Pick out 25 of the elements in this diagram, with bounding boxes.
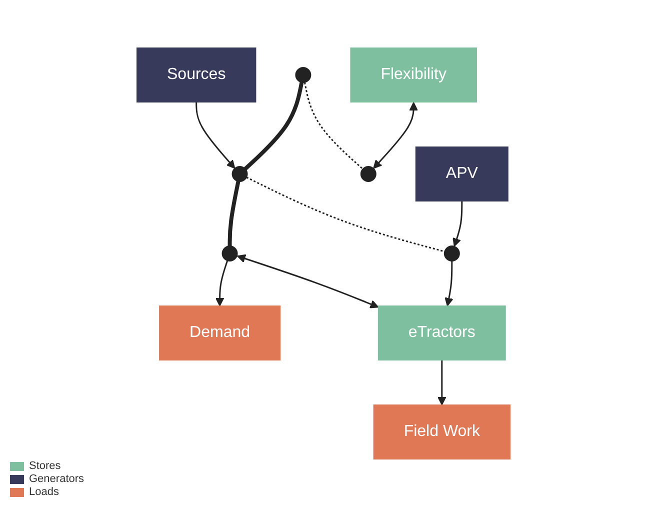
node-circle — [294, 67, 311, 83]
legend-label: Generators — [29, 473, 84, 486]
arrow — [452, 201, 462, 247]
connector — [227, 180, 240, 246]
node-circle — [231, 166, 248, 182]
connector — [246, 176, 444, 252]
legend-label: Loads — [29, 486, 59, 499]
arrow — [437, 360, 446, 406]
arrow — [214, 260, 228, 306]
arrow — [444, 261, 453, 306]
node-circle — [443, 246, 460, 262]
node-box: Sources — [136, 48, 256, 102]
node-circle — [360, 166, 376, 182]
arrow — [372, 102, 418, 169]
node-box: eTractors — [377, 306, 506, 360]
node-box: Field Work — [372, 404, 510, 460]
connector — [303, 82, 363, 170]
arrow — [195, 102, 235, 169]
node-box: APV — [414, 146, 508, 202]
connector — [243, 82, 304, 170]
node-circle — [221, 246, 238, 262]
node-box: Flexibility — [350, 48, 476, 102]
node-box: Demand — [158, 306, 280, 360]
legend-label: Stores — [29, 460, 61, 473]
arrow — [236, 254, 378, 308]
